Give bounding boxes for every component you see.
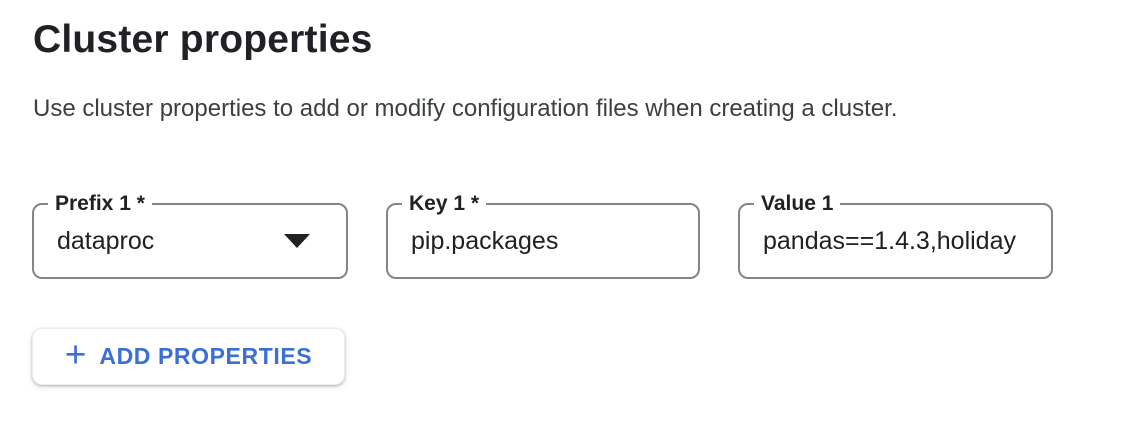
prefix-field: Prefix 1 * dataproc xyxy=(32,191,348,279)
plus-icon: + xyxy=(64,334,87,375)
dropdown-arrow-icon xyxy=(284,234,310,248)
value-input[interactable] xyxy=(740,205,1051,277)
page-description: Use cluster properties to add or modify … xyxy=(33,95,898,122)
add-properties-button[interactable]: + ADD PROPERTIES xyxy=(32,328,345,385)
value-field-label: Value 1 xyxy=(754,191,841,217)
prefix-select-value: dataproc xyxy=(57,226,155,255)
key-field: Key 1 * xyxy=(386,191,700,279)
add-properties-button-label: ADD PROPERTIES xyxy=(99,343,313,369)
key-input[interactable] xyxy=(388,205,698,277)
key-field-label: Key 1 * xyxy=(402,191,487,217)
prefix-select[interactable]: dataproc xyxy=(34,205,346,277)
value-field: Value 1 xyxy=(738,191,1053,279)
page-title: Cluster properties xyxy=(33,18,373,61)
prefix-field-label: Prefix 1 * xyxy=(48,191,152,217)
